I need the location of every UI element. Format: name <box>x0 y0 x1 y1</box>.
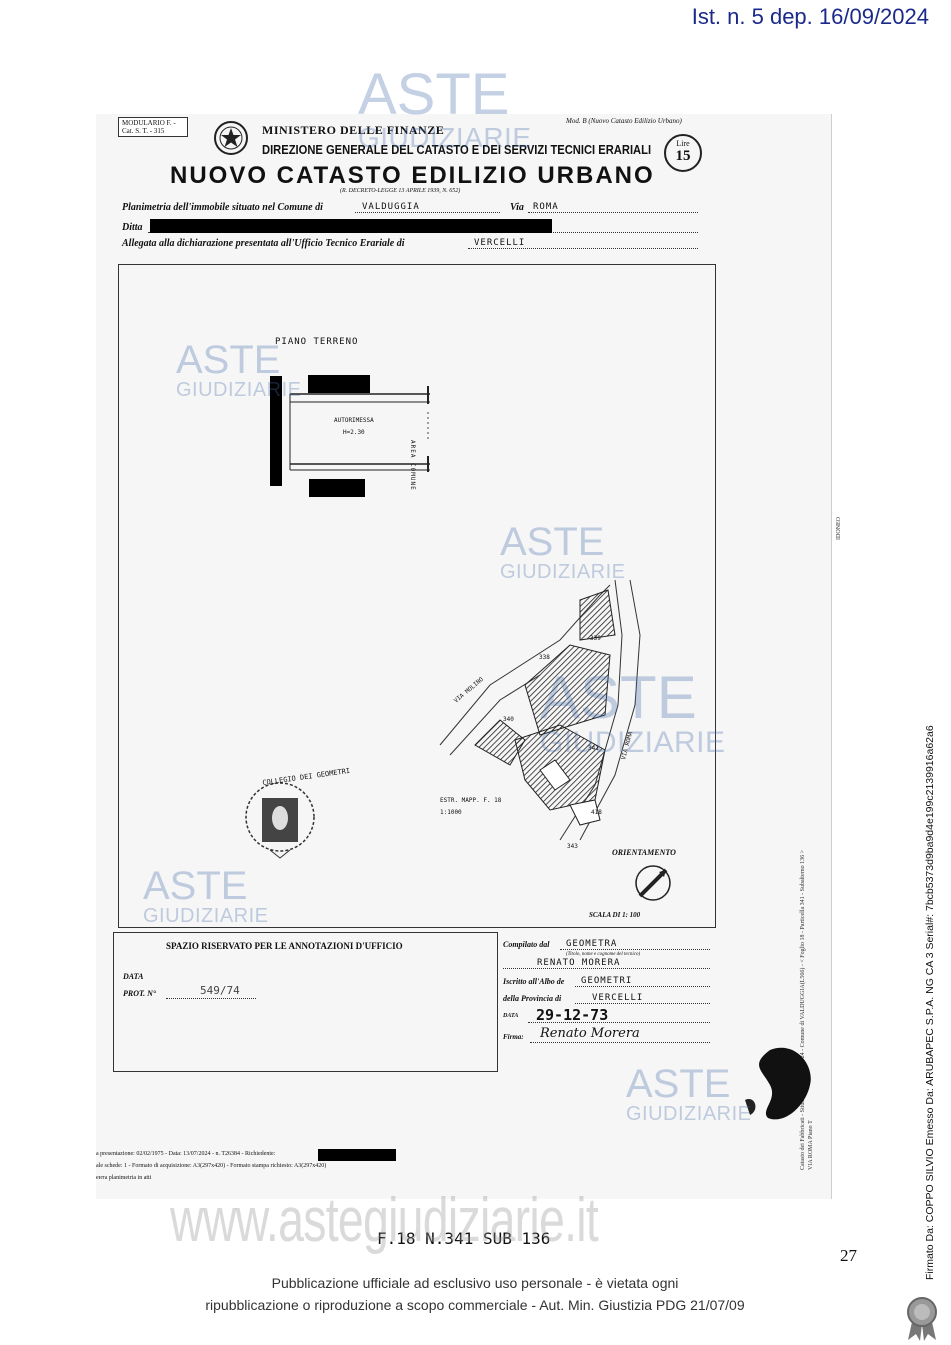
annotation-date-label: DATA <box>123 972 144 981</box>
redaction-richiedente <box>318 1149 396 1161</box>
lire-value: 15 <box>675 148 691 164</box>
ribbon-seal-icon <box>907 1297 937 1341</box>
compiler-date-value: 29-12-73 <box>536 1006 609 1024</box>
scale-label: SCALA DI 1: 100 <box>589 911 641 919</box>
scan-footer-line1: a presentazione: 02/02/1975 - Data: 13/0… <box>96 1151 276 1157</box>
modulario-label: MODULARIO F. - Cat. S. T. - 315 <box>118 117 188 137</box>
watermark-2: ASTE GIUDIZIARIE <box>176 340 302 400</box>
wm4-aste: ASTE <box>540 664 697 731</box>
wm3-giudiziarie: GIUDIZIARIE <box>500 561 626 583</box>
scanned-sheet <box>96 114 832 1199</box>
annotation-prot-label: PROT. N° <box>123 989 157 998</box>
geometri-stamp <box>245 782 315 859</box>
parcel-341: 341 <box>588 745 599 752</box>
room-height: H=2.30 <box>343 429 365 436</box>
ufficio-value: VERCELLI <box>474 238 526 248</box>
parcel-343: 343 <box>567 843 578 850</box>
signature-label: Firma: <box>503 1033 524 1041</box>
via-label: Via <box>510 202 524 213</box>
technician-name: RENATO MORERA <box>537 958 621 968</box>
parcel-418: 418 <box>591 809 602 816</box>
directorate-name: DIREZIONE GENERALE DEL CATASTO E DEI SER… <box>262 142 652 157</box>
wm2-aste: ASTE <box>176 338 281 382</box>
wm5-aste: ASTE <box>143 864 248 908</box>
wm5-giudiziarie: GIUDIZIARIE <box>143 905 269 927</box>
website-watermark: www.astegiudiziarie.it <box>170 1186 599 1255</box>
notice-line-2: ripubblicazione o riproduzione a scopo c… <box>205 1297 745 1313</box>
scan-vertical-right: IDONEO <box>836 517 842 540</box>
watermark-5: ASTE GIUDIZIARIE <box>143 866 269 926</box>
provincia-value: VERCELLI <box>592 993 644 1003</box>
wm1-aste: ASTE <box>358 62 510 127</box>
watermark-3: ASTE GIUDIZIARIE <box>500 522 626 582</box>
parcel-338: 338 <box>539 654 550 661</box>
albo-value: GEOMETRI <box>581 976 633 986</box>
garage-plan <box>289 386 430 472</box>
floor-plan-frame <box>118 264 716 928</box>
wm3-aste: ASTE <box>500 520 605 564</box>
watermark-6: ASTE GIUDIZIARIE <box>626 1064 752 1124</box>
document-reference: F.18 N.341 SUB 136 <box>377 1229 551 1248</box>
redaction-plan-top <box>308 375 370 393</box>
wm4-giudiziarie: GIUDIZIARIE <box>540 726 726 759</box>
compass-icon <box>635 865 671 901</box>
annotations-title: SPAZIO RISERVATO PER LE ANNOTAZIONI D'UF… <box>166 941 403 951</box>
planimetria-label: Planimetria dell'immobile situato nel Co… <box>122 202 323 213</box>
parcel-340: 340 <box>503 716 514 723</box>
ink-blot <box>745 1047 811 1120</box>
name-hint: (Titolo, nome e cognome del tecnico) <box>566 952 641 957</box>
compiled-by-value: GEOMETRA <box>566 939 618 949</box>
site-map: VIA MOLINO VIA ROMA <box>439 579 641 841</box>
scan-footer-line2: ale schede: 1 - Formato di acquisizione:… <box>96 1163 327 1169</box>
map-note: ESTR. MAPP. F. 18 1:1000 <box>440 797 502 816</box>
wm6-aste: ASTE <box>626 1062 731 1106</box>
digital-signature: Firmato Da: COPPO SILVIO Emesso Da: ARUB… <box>924 725 936 1280</box>
comune-value: VALDUGGIA <box>362 202 420 212</box>
compiler-date-label: DATA <box>503 1013 519 1019</box>
notice-line-1: Pubblicazione ufficiale ad esclusivo uso… <box>271 1275 679 1291</box>
republic-emblem-icon <box>214 121 248 155</box>
form-title: NUOVO CATASTO EDILIZIO URBANO <box>170 162 655 189</box>
redaction-ditta <box>150 219 552 233</box>
parcel-339: 339 <box>590 635 601 642</box>
annotations-box <box>113 932 498 1072</box>
watermark-4: ASTE GIUDIZIARIE <box>540 668 726 758</box>
via-value: ROMA <box>533 202 559 212</box>
redaction-plan-left <box>270 376 282 486</box>
page-number: 27 <box>840 1246 857 1265</box>
provincia-label: della Provincia di <box>503 994 562 1003</box>
watermark-1: ASTE GIUDIZIARIE <box>358 66 532 152</box>
lire-label: Lire <box>676 139 690 148</box>
floor-label: PIANO TERRENO <box>275 337 359 347</box>
ditta-label: Ditta <box>122 222 143 233</box>
redaction-plan-bottom <box>309 479 365 497</box>
common-area-label: AREA COMUNE <box>409 440 416 491</box>
compiled-by-label: Compilato dal <box>503 940 550 949</box>
wm1-giudiziarie: GIUDIZIARIE <box>358 122 532 153</box>
decree-reference: (R. DECRETO-LEGGE 13 APRILE 1939, N. 652… <box>340 188 461 194</box>
room-label: AUTORIMESSA <box>334 417 374 424</box>
deposit-reference: Ist. n. 5 dep. 16/09/2024 <box>691 4 929 29</box>
allegata-label: Allegata alla dichiarazione presentata a… <box>122 238 405 249</box>
orientation-label: ORIENTAMENTO <box>612 848 676 857</box>
signature-value: Renato Morera <box>540 1026 640 1041</box>
ministry-name: MINISTERO DELLE FINANZE <box>262 123 445 137</box>
wm2-giudiziarie: GIUDIZIARIE <box>176 379 302 401</box>
lire-stamp: Lire 15 <box>664 134 702 172</box>
annotation-prot-value: 549/74 <box>200 984 240 997</box>
wm6-giudiziarie: GIUDIZIARIE <box>626 1103 752 1125</box>
street-label-molino: VIA MOLINO <box>453 676 485 705</box>
scan-footer-line3: ента planimetria in atti <box>96 1175 152 1181</box>
albo-label: Iscritto all'Albo de <box>503 977 565 986</box>
modulo-b-label: Mod. B (Nuovo Catasto Edilizio Urbano) <box>566 117 682 125</box>
